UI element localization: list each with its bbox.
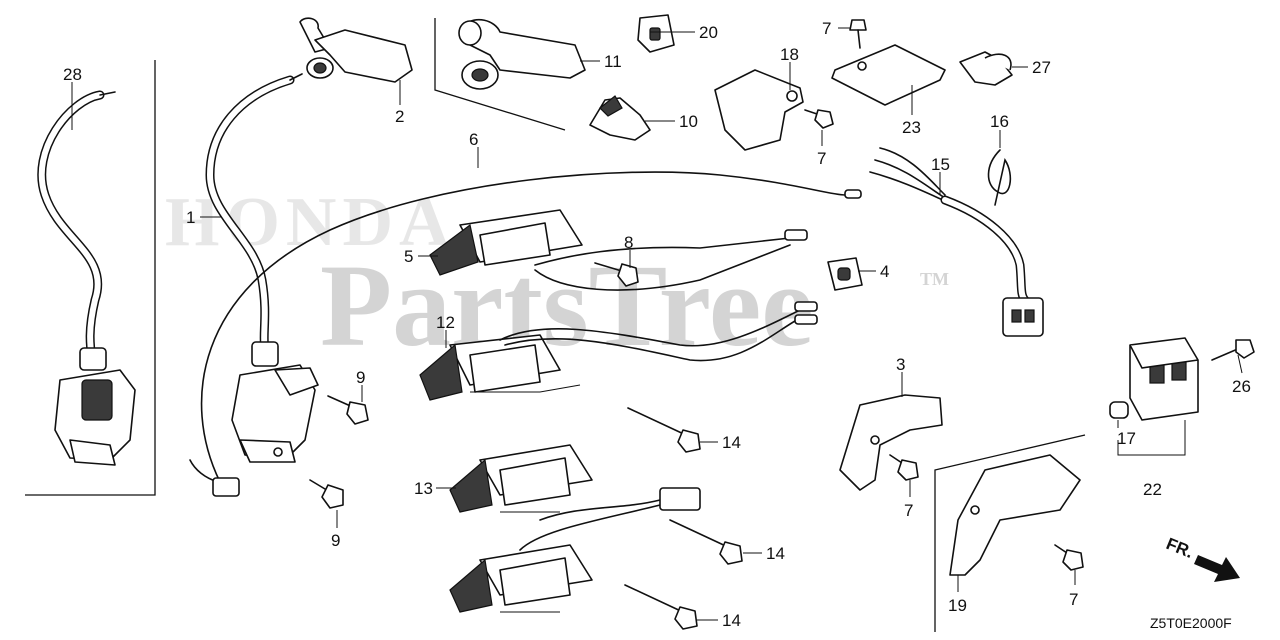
bracket-3[interactable]	[839, 394, 943, 491]
callout-10[interactable]: 10	[679, 112, 698, 131]
frame-plug-cap-group	[434, 18, 566, 131]
callout-2[interactable]: 2	[395, 107, 404, 126]
callout-17[interactable]: 17	[1117, 429, 1136, 448]
frame-left-group	[25, 60, 156, 496]
front-direction-label: FR.	[1164, 534, 1197, 562]
wire-clamp-10[interactable]	[589, 95, 651, 141]
callout-16[interactable]: 16	[990, 112, 1009, 131]
exciter-coil-12[interactable]	[419, 301, 818, 401]
bolt-8[interactable]	[594, 262, 639, 287]
callout-labels: 28 1 2 11 20 10 18 7 7 23 27 16 15 6 5 8…	[63, 19, 1251, 630]
bolt-14-middle[interactable]	[669, 519, 743, 565]
callout-7-bracket-19[interactable]: 7	[1069, 590, 1078, 609]
callout-1[interactable]: 1	[186, 208, 195, 227]
ignition-coil-1[interactable]	[205, 73, 319, 463]
callout-7-bracket-18[interactable]: 7	[817, 149, 826, 168]
callout-11[interactable]: 11	[604, 52, 622, 71]
callout-14-middle[interactable]: 14	[766, 544, 785, 563]
front-direction-arrow: FR.	[1164, 534, 1240, 582]
callout-18[interactable]: 18	[780, 45, 799, 64]
grommet-20[interactable]	[637, 14, 675, 53]
callout-9-lower[interactable]: 9	[331, 531, 340, 550]
bracket-19[interactable]	[949, 454, 1081, 576]
callout-9-upper[interactable]: 9	[356, 368, 365, 387]
trademark-mark: TM	[920, 269, 949, 289]
callout-22[interactable]: 22	[1143, 480, 1162, 499]
bolt-14-lower[interactable]	[624, 584, 698, 630]
callout-3[interactable]: 3	[896, 355, 905, 374]
callout-7-bracket-3[interactable]: 7	[904, 501, 913, 520]
bolt-14-upper[interactable]	[627, 407, 701, 453]
callout-26[interactable]: 26	[1232, 377, 1251, 396]
bolt-26[interactable]	[1211, 339, 1255, 361]
callout-27[interactable]: 27	[1032, 58, 1051, 77]
callout-20[interactable]: 20	[699, 23, 718, 42]
partstree-watermark: PartsTree	[320, 240, 814, 371]
collar-17[interactable]	[1109, 401, 1129, 419]
bolt-9-upper[interactable]	[327, 395, 369, 425]
connector-block-22[interactable]	[1129, 337, 1199, 421]
bolt-7-bracket-18[interactable]	[804, 109, 834, 129]
wire-clip-16[interactable]	[987, 149, 1012, 206]
bolt-7-bracket-3[interactable]	[889, 454, 919, 481]
callout-13[interactable]: 13	[414, 479, 433, 498]
plate-23[interactable]	[831, 44, 946, 106]
bracket-18[interactable]	[714, 69, 804, 151]
callout-14-upper[interactable]: 14	[722, 433, 741, 452]
grommet-4[interactable]	[827, 257, 863, 291]
coil-assembly-13[interactable]	[449, 444, 701, 613]
charge-coil-5[interactable]	[429, 209, 808, 291]
callout-12[interactable]: 12	[436, 313, 455, 332]
front-arrow-icon	[1194, 555, 1240, 582]
callout-4[interactable]: 4	[880, 262, 889, 281]
bracket-22-leader	[1117, 420, 1186, 456]
leader-lines	[71, 27, 1243, 621]
sensor-wire-6[interactable]	[189, 171, 862, 497]
callout-6[interactable]: 6	[469, 130, 478, 149]
callout-28[interactable]: 28	[63, 65, 82, 84]
callout-14-lower[interactable]: 14	[722, 611, 741, 630]
bolt-7-upper[interactable]	[849, 19, 867, 49]
frame-bracket-group	[934, 434, 1086, 632]
spark-plug-cap-11[interactable]	[458, 18, 586, 90]
bolt-7-bracket-19[interactable]	[1054, 544, 1084, 571]
diagram-code: Z5T0E2000F	[1150, 615, 1232, 631]
ignition-coil-28[interactable]	[37, 90, 136, 466]
callout-5[interactable]: 5	[404, 247, 413, 266]
sub-harness-15[interactable]	[869, 147, 1044, 337]
callout-23[interactable]: 23	[902, 118, 921, 137]
callout-19[interactable]: 19	[948, 596, 967, 615]
band-clamp-27[interactable]	[959, 51, 1013, 86]
callout-7-upper[interactable]: 7	[822, 19, 831, 38]
callout-15[interactable]: 15	[931, 155, 950, 174]
bolt-9-lower[interactable]	[309, 479, 344, 509]
spark-plug-cap-2[interactable]	[299, 17, 413, 83]
callout-8[interactable]: 8	[624, 233, 633, 252]
